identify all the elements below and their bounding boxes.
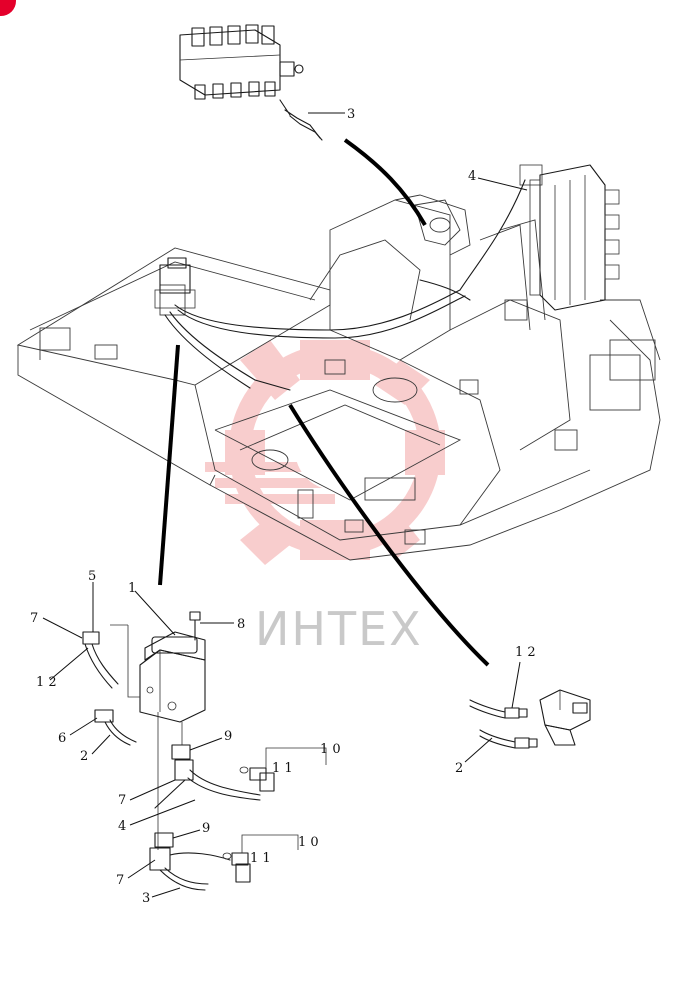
callout-4-bottom: 4 bbox=[118, 819, 126, 834]
callout-3-top: 3 bbox=[347, 107, 355, 122]
callout-11-lower: 1 1 bbox=[250, 851, 271, 866]
callout-11-upper: 1 1 bbox=[272, 761, 293, 776]
callout-12-left: 1 2 bbox=[36, 675, 57, 690]
callout-5: 5 bbox=[88, 569, 96, 584]
machine-frame bbox=[16, 194, 661, 561]
callout-12-right: 1 2 bbox=[515, 645, 536, 660]
callout-6: 6 bbox=[58, 731, 66, 746]
callouts: 3 4 5 1 8 7 1 2 6 2 9 1 0 1 1 7 4 9 1 0 … bbox=[30, 107, 536, 906]
mounted-pilot-valve bbox=[154, 257, 196, 309]
callout-7-mid: 7 bbox=[118, 793, 126, 808]
callout-9-lower: 9 bbox=[202, 821, 210, 836]
callout-2-right: 2 bbox=[455, 761, 463, 776]
frame-hoses bbox=[164, 179, 526, 391]
callout-8: 8 bbox=[237, 617, 245, 632]
callout-4-top: 4 bbox=[468, 169, 476, 184]
callout-1: 1 bbox=[128, 581, 136, 596]
callout-7-left: 7 bbox=[30, 611, 38, 626]
top-manifold bbox=[179, 24, 323, 141]
right-hose-ends bbox=[469, 689, 591, 749]
callout-10-lower: 1 0 bbox=[298, 835, 319, 850]
leader-lines bbox=[42, 112, 528, 898]
pilot-valve-assembly bbox=[82, 611, 327, 891]
callout-10-upper: 1 0 bbox=[320, 742, 341, 757]
callout-2-left: 2 bbox=[80, 749, 88, 764]
control-valve bbox=[519, 164, 620, 311]
callout-9-upper: 9 bbox=[224, 729, 232, 744]
watermark-text: ИНТЕХ bbox=[255, 602, 423, 656]
connector-lines bbox=[158, 138, 490, 667]
callout-3-bottom: 3 bbox=[142, 891, 150, 906]
callout-7-bottom: 7 bbox=[116, 873, 124, 888]
